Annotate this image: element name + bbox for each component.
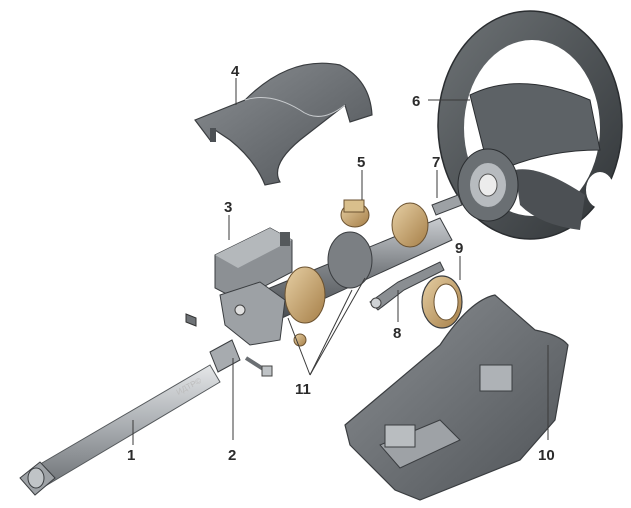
ignition-lock-housing [214, 227, 293, 301]
callout-9: 9 [455, 240, 463, 257]
clamp-bolt [185, 313, 273, 377]
contact-ring [421, 275, 463, 329]
callout-1: 1 [127, 447, 135, 464]
upper-shroud [194, 62, 373, 186]
column-tube [219, 194, 463, 347]
steering-wheel [437, 10, 623, 240]
callout-4: 4 [231, 63, 240, 80]
intermediate-shaft [19, 339, 241, 496]
callout-7: 7 [432, 154, 440, 171]
lower-shroud [344, 294, 569, 501]
callout-10: 10 [538, 447, 555, 464]
adjustment-lever [369, 261, 445, 311]
callout-3: 3 [224, 199, 232, 216]
callout-11: 11 [295, 381, 311, 398]
callout-2: 2 [228, 447, 236, 464]
callout-6: 6 [412, 93, 420, 110]
callout-8: 8 [393, 325, 401, 342]
leader-lines [132, 78, 549, 445]
callout-5: 5 [357, 154, 365, 171]
